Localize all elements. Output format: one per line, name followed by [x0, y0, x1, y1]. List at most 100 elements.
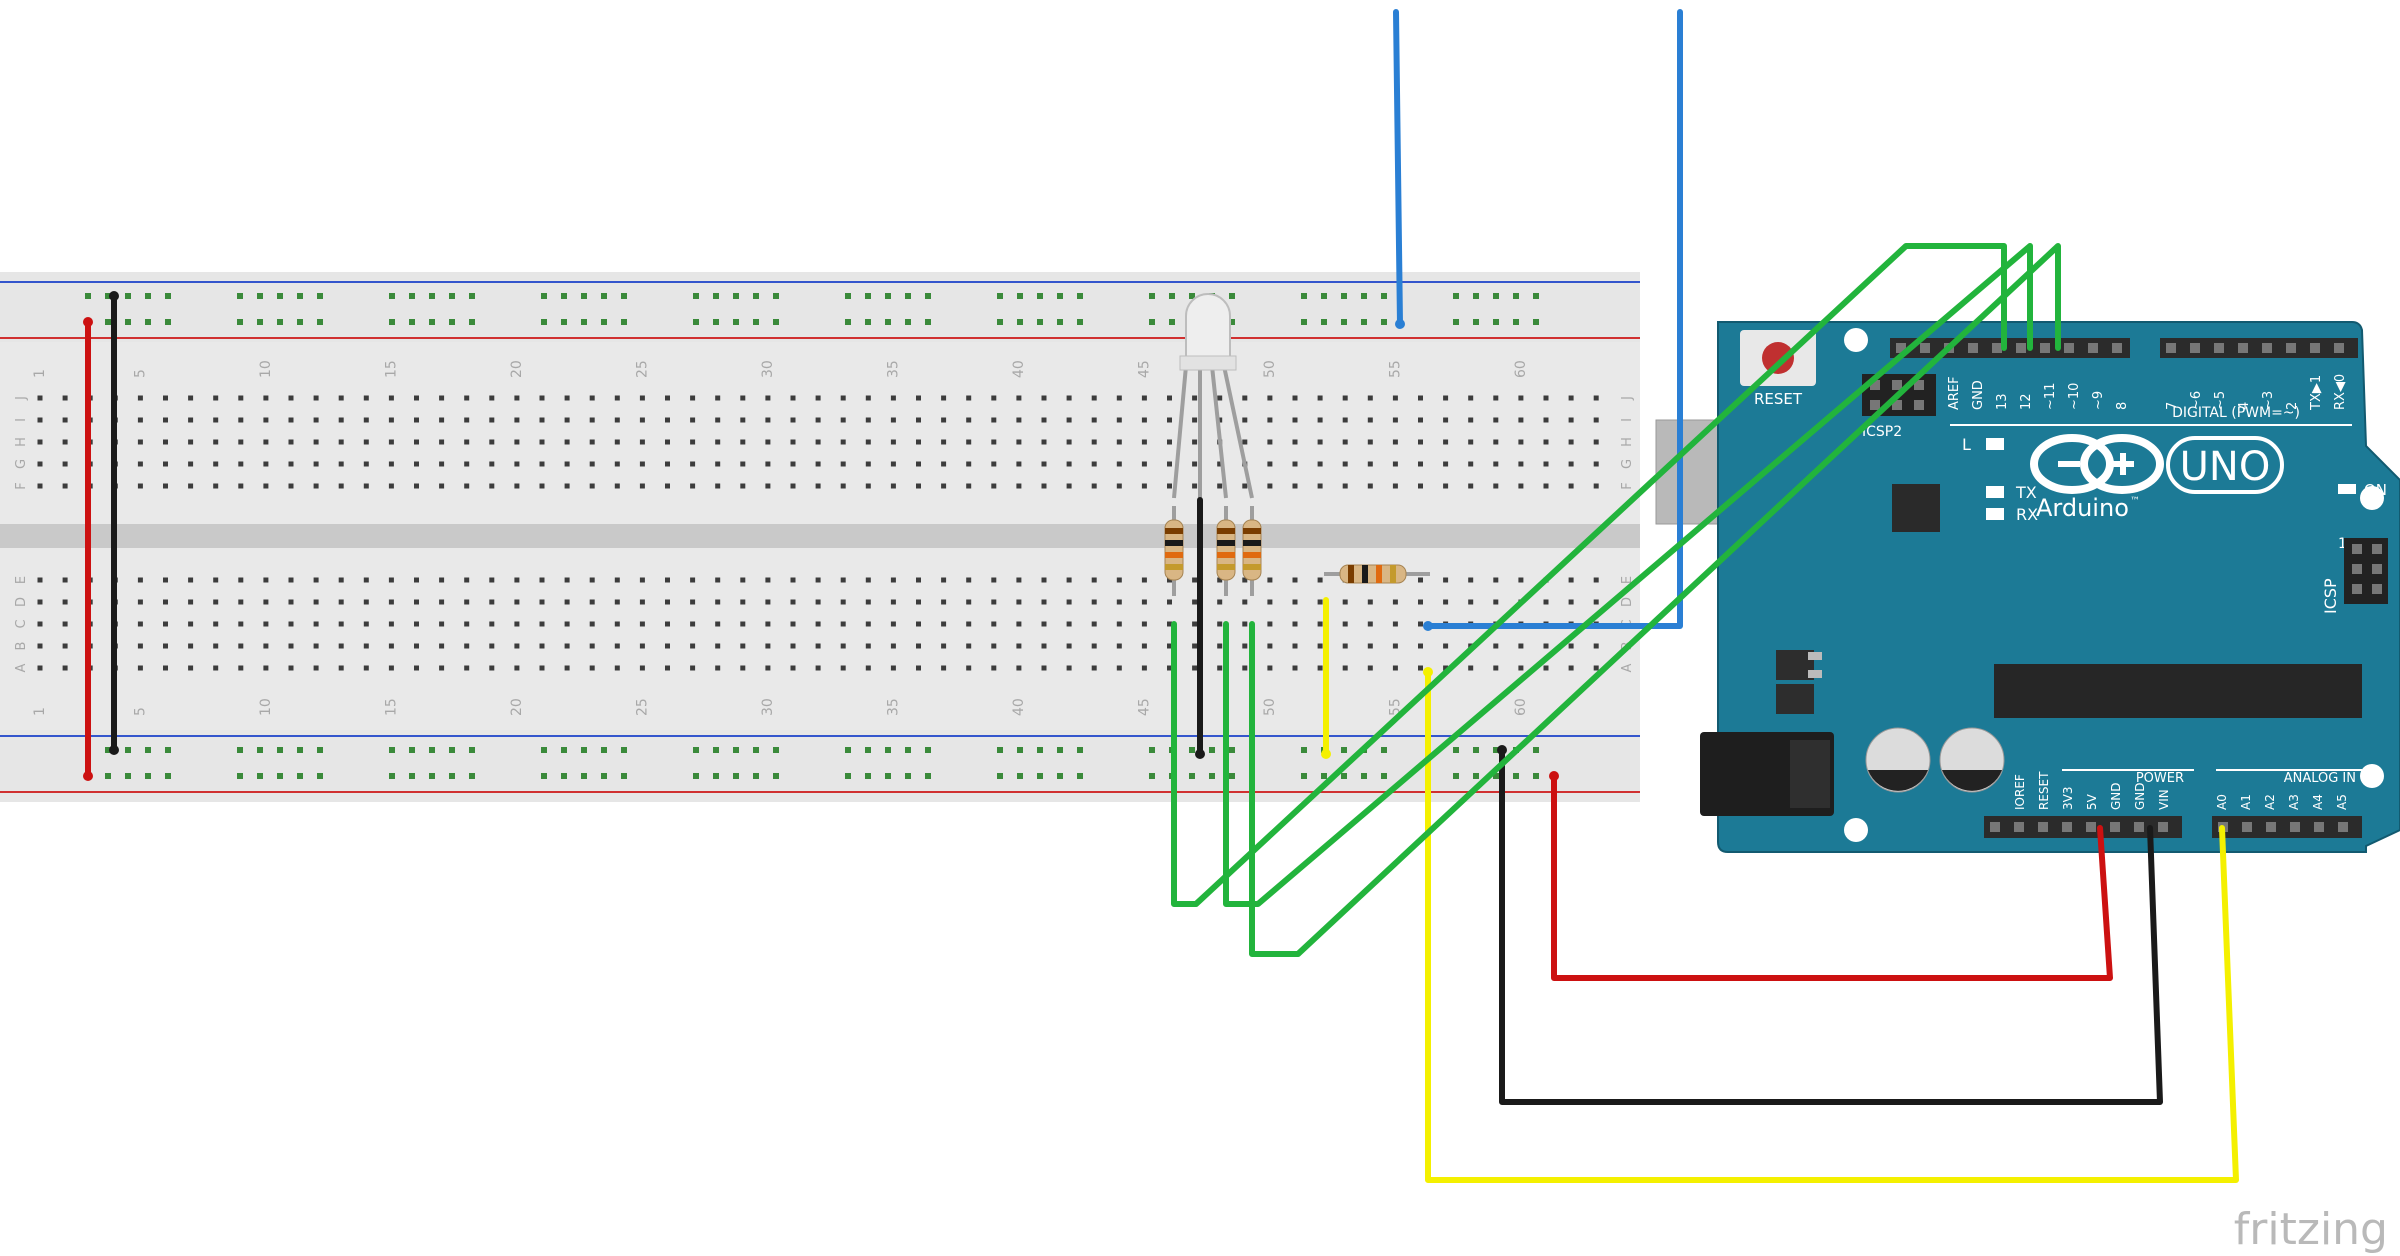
breadboard-hole: [1116, 483, 1122, 489]
header-pin: [2086, 822, 2096, 832]
header-pin: [2016, 343, 2026, 353]
power-pin-label: GND: [2109, 782, 2123, 810]
rail-hole: [1453, 747, 1459, 753]
rail-hole: [277, 773, 283, 779]
reset-label: RESET: [1754, 390, 1803, 408]
breadboard-hole: [188, 395, 194, 401]
breadboard-hole: [1518, 665, 1524, 671]
breadboard-hole: [514, 439, 520, 445]
wire-blue-top-right[interactable]: [1425, 9, 1683, 629]
breadboard-hole: [1392, 621, 1398, 627]
rail-hole: [905, 773, 911, 779]
breadboard-hole: [1443, 461, 1449, 467]
wire-green-pin13[interactable]: [1171, 243, 2007, 907]
wire-green-pin12[interactable]: [1223, 243, 2033, 907]
breadboard-hole: [388, 461, 394, 467]
breadboard-hole: [137, 621, 143, 627]
rail-hole: [1229, 293, 1235, 299]
breadboard-hole: [1066, 577, 1072, 583]
breadboard-hole: [464, 643, 470, 649]
rail-hole: [753, 293, 759, 299]
breadboard-hole: [589, 483, 595, 489]
breadboard-hole: [388, 599, 394, 605]
breadboard-hole: [614, 599, 620, 605]
breadboard-hole: [690, 461, 696, 467]
breadboard-hole: [489, 643, 495, 649]
arduino-trademark: ™: [2130, 496, 2140, 507]
breadboard-hole: [1066, 395, 1072, 401]
icsp-label: ICSP: [2321, 578, 2340, 614]
digital-pin-label: ~11: [2043, 383, 2058, 410]
breadboard-hole: [815, 461, 821, 467]
rail-hole: [1169, 319, 1175, 325]
wire-red-5v[interactable]: [1551, 773, 2113, 981]
rail-hole: [581, 747, 587, 753]
breadboard-hole: [62, 439, 68, 445]
digital-pin-label: 13: [1995, 393, 2010, 410]
header-pin: [2372, 544, 2382, 554]
breadboard-hole: [489, 599, 495, 605]
header-pin: [1896, 343, 1906, 353]
breadboard-hole: [564, 461, 570, 467]
wire-yellow-a0[interactable]: [1425, 669, 2239, 1183]
wire-blue-top-left[interactable]: [1393, 9, 1403, 327]
breadboard-hole: [1367, 665, 1373, 671]
wire-black-gnd[interactable]: [1499, 747, 2163, 1105]
breadboard-hole: [37, 599, 43, 605]
rail-hole: [1533, 319, 1539, 325]
breadboard-hole: [840, 417, 846, 423]
breadboard-hole: [1091, 439, 1097, 445]
digital-pin-label: 7: [2165, 402, 2180, 410]
breadboard-hole: [890, 483, 896, 489]
reset-button[interactable]: [1762, 342, 1794, 374]
breadboard-hole: [589, 643, 595, 649]
digital-pin-label: RX◀0: [2333, 374, 2348, 410]
column-number: 50: [1262, 698, 1278, 716]
column-number: 30: [760, 698, 776, 716]
breadboard-hole: [765, 417, 771, 423]
breadboard-hole: [263, 461, 269, 467]
breadboard-hole: [765, 439, 771, 445]
breadboard-hole: [966, 417, 972, 423]
rail-hole: [845, 747, 851, 753]
breadboard-hole: [1242, 599, 1248, 605]
breadboard-hole: [1443, 395, 1449, 401]
breadboard-hole: [439, 643, 445, 649]
breadboard-hole: [464, 461, 470, 467]
breadboard-hole: [137, 439, 143, 445]
header-pin: [1968, 343, 1978, 353]
breadboard-hole: [1167, 439, 1172, 445]
breadboard-hole: [815, 417, 821, 423]
breadboard-hole: [62, 577, 68, 583]
breadboard-hole: [1267, 417, 1273, 423]
breadboard-hole: [614, 461, 620, 467]
arduino-board-pcb: [1717, 321, 2400, 853]
rail-hole: [1513, 319, 1519, 325]
rail-hole: [125, 747, 131, 753]
breadboard-hole: [639, 599, 645, 605]
header-pin: [2352, 584, 2362, 594]
rail-hole: [1381, 319, 1387, 325]
atmega-chip: [1994, 664, 2362, 718]
breadboard-hole: [1016, 417, 1022, 423]
breadboard-hole: [715, 643, 721, 649]
breadboard-hole: [1066, 621, 1072, 627]
row-letter: I: [14, 418, 29, 422]
breadboard-hole: [439, 461, 445, 467]
breadboard-hole: [338, 621, 344, 627]
rail-hole: [601, 319, 607, 325]
breadboard-hole: [439, 665, 445, 671]
breadboard-hole: [991, 439, 997, 445]
breadboard-hole: [1317, 577, 1323, 583]
header-pin: [2040, 343, 2050, 353]
rail-hole: [145, 773, 151, 779]
wire-end: [1195, 749, 1205, 759]
breadboard-hole: [1016, 599, 1022, 605]
breadboard-hole: [1418, 665, 1423, 671]
breadboard-hole: [1041, 395, 1047, 401]
breadboard-hole: [890, 417, 896, 423]
wire-green-pin11[interactable]: [1249, 243, 2061, 957]
breadboard-hole: [1543, 599, 1549, 605]
rail-hole: [1301, 773, 1307, 779]
